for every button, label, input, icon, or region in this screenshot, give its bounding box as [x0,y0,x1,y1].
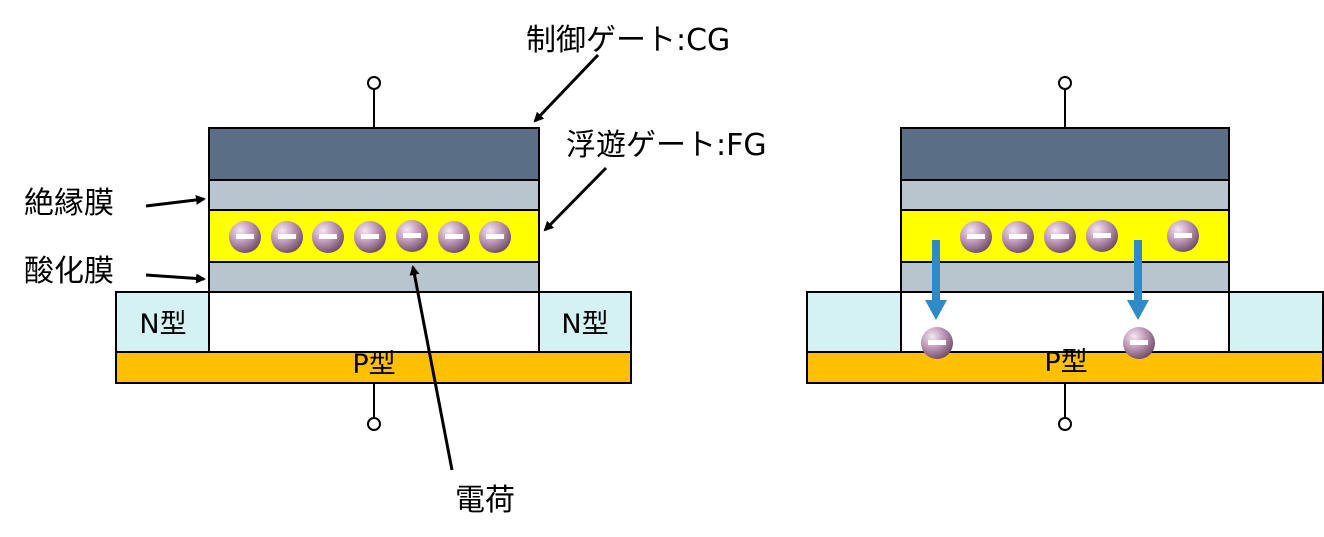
electron [229,221,261,253]
electron [960,221,992,253]
n-region-right-drain [1228,291,1324,353]
insulator-label: 絶縁膜 [24,186,114,221]
n-region-left-drain [538,291,632,353]
body-terminal-left [367,417,381,431]
gate-terminal-right [1058,76,1072,90]
charge-arrow [409,265,454,471]
electron [438,221,470,253]
p-type-label-left: P型 [352,349,395,380]
electrons-floating-gate-right [960,220,1199,253]
right-cell: P型 [806,76,1324,431]
n-type-label-left: N型 [139,309,186,340]
body-terminal-right [1058,417,1072,431]
electron [1086,220,1118,252]
control-gate-label: 制御ゲート:CG [526,23,730,58]
electron [921,327,953,359]
electron [354,221,386,253]
oxide-label: 酸化膜 [24,254,114,289]
oxide-layer-right [900,261,1230,293]
insulator-layer-right [900,179,1230,211]
control-gate-right [900,127,1230,181]
electron [312,221,344,253]
electron [1123,327,1155,359]
n-type-label-right: N型 [561,309,608,340]
annotations: 制御ゲート:CG 浮遊ゲート:FG 絶縁膜 酸化膜 電荷 [24,23,767,518]
electron [1044,221,1076,253]
electron [396,220,428,252]
control-gate-left [208,127,540,181]
tunneling-arrow-left [925,240,947,320]
n-region-left-source [115,291,210,353]
gate-terminal-left [367,76,381,90]
p-type-label-right: P型 [1044,347,1087,378]
charge-label: 電荷 [455,483,515,518]
tunneling-arrow-right [1127,240,1149,320]
insulator-arrow [145,194,206,208]
insulator-layer-left [208,179,540,211]
floating-gate-label: 浮遊ゲート:FG [566,128,767,163]
electron [271,221,303,253]
oxide-arrow [145,273,206,284]
oxide-layer-left [208,261,540,293]
electron [479,221,511,253]
electrons-substrate-right [921,327,1155,359]
floating-gate-arrow [543,166,608,232]
control-gate-arrow [533,53,600,123]
left-cell: N型 N型 P型 [115,76,632,431]
electrons-floating-gate-left [229,220,511,253]
electron [1167,220,1199,252]
electron [1002,221,1034,253]
n-region-right-source [806,291,902,353]
